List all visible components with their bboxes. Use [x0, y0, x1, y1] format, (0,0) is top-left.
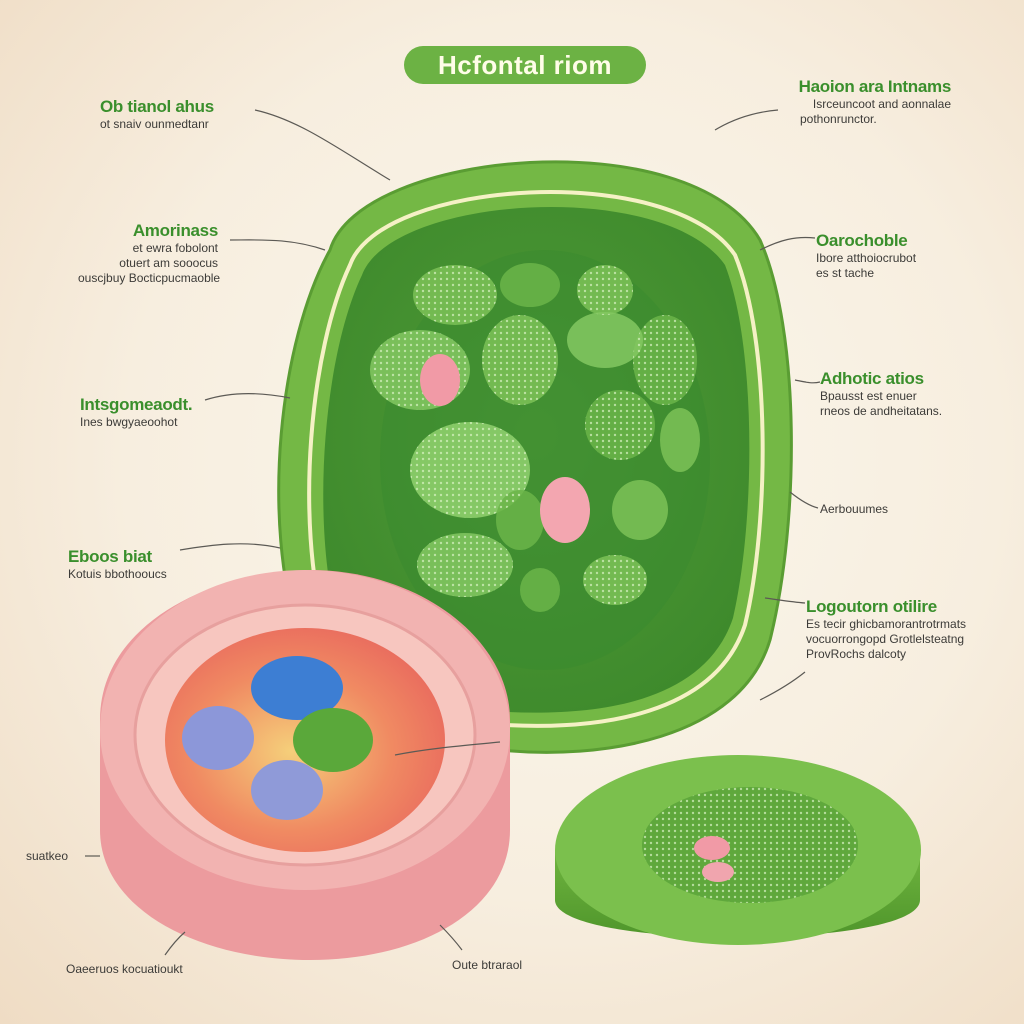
- label-top-right-line-2: pothonrunctor.: [800, 112, 877, 127]
- plant-disk: [555, 755, 921, 945]
- label-mid-left-line-3: ouscjbuy Bocticpucmaoble: [78, 271, 221, 286]
- label-top-left-line-1: ot snaiv ounmedtanr: [100, 117, 209, 132]
- organelle-purple-bottom: [251, 760, 323, 820]
- label-right-5: Logoutorn otilire Es tecir ghicbamorantr…: [806, 596, 966, 662]
- label-bottom-2: Oute btraraol: [452, 958, 523, 972]
- label-right-5-line-2: vocuorrongopd Grotlelsteatng: [806, 632, 965, 647]
- label-top-right-line-1: Isrceuncoot and aonnalae: [812, 97, 951, 112]
- label-right-5-line-1: Es tecir ghicbamorantrotrmats: [806, 617, 967, 632]
- animal-cell: [100, 570, 510, 960]
- label-right-3-heading: Adhotic atios: [820, 369, 924, 388]
- organelle-green: [293, 708, 373, 772]
- leader-lines: [85, 109, 821, 956]
- animal-nucleus: [251, 656, 343, 720]
- label-mid-left: Amorinass et ewra fobolont otuert am soo…: [78, 220, 221, 286]
- label-mid-left-line-2: otuert am sooocus: [119, 256, 218, 271]
- label-right-5-line-3: ProvRochs dalcoty: [806, 647, 907, 662]
- label-top-right-heading: Haoion ara Intnams: [798, 77, 952, 96]
- plant-nucleolus-b: [540, 477, 590, 543]
- label-left-4-heading: Eboos biat: [68, 547, 152, 566]
- label-left-4-line-1: Kotuis bbothooucs: [68, 567, 167, 582]
- label-right-3-line-1: Bpausst est enuer: [820, 389, 917, 404]
- label-right-2: Oarochoble Ibore atthoiocrubot es st tac…: [816, 230, 916, 281]
- label-right-3-line-2: rneos de andheitatans.: [820, 404, 943, 419]
- label-bottom-1: Oaeeruos kocuatioukt: [66, 962, 183, 976]
- label-right-2-line-2: es st tache: [816, 266, 875, 281]
- plant-nucleolus-a: [420, 354, 460, 406]
- diagram-title: Hcfontal riom: [404, 46, 646, 84]
- label-left-3: Intsgomeaodt. Ines bwgyaeoohot: [80, 394, 193, 430]
- label-top-right: Haoion ara Intnams Isrceuncoot and aonna…: [786, 76, 952, 127]
- label-bottom-left: suatkeo: [26, 849, 69, 863]
- label-right-2-line-1: Ibore atthoiocrubot: [816, 251, 917, 266]
- chloroplasts: [370, 263, 700, 612]
- label-right-5-heading: Logoutorn otilire: [806, 597, 937, 616]
- organelle-purple-left: [182, 706, 254, 770]
- label-top-left-heading: Ob tianol ahus: [100, 97, 214, 116]
- label-left-3-heading: Intsgomeaodt.: [80, 395, 193, 414]
- label-right-3: Adhotic atios Bpausst est enuer rneos de…: [820, 368, 942, 419]
- label-mid-left-heading: Amorinass: [132, 221, 218, 240]
- label-right-2-heading: Oarochoble: [816, 231, 908, 250]
- label-left-4: Eboos biat Kotuis bbothooucs: [68, 546, 167, 582]
- label-mid-left-line-1: et ewra fobolont: [132, 241, 218, 256]
- label-right-4: Aerbouumes: [820, 502, 889, 516]
- label-left-3-line-1: Ines bwgyaeoohot: [80, 415, 178, 430]
- label-top-left: Ob tianol ahus ot snaiv ounmedtanr: [100, 96, 214, 132]
